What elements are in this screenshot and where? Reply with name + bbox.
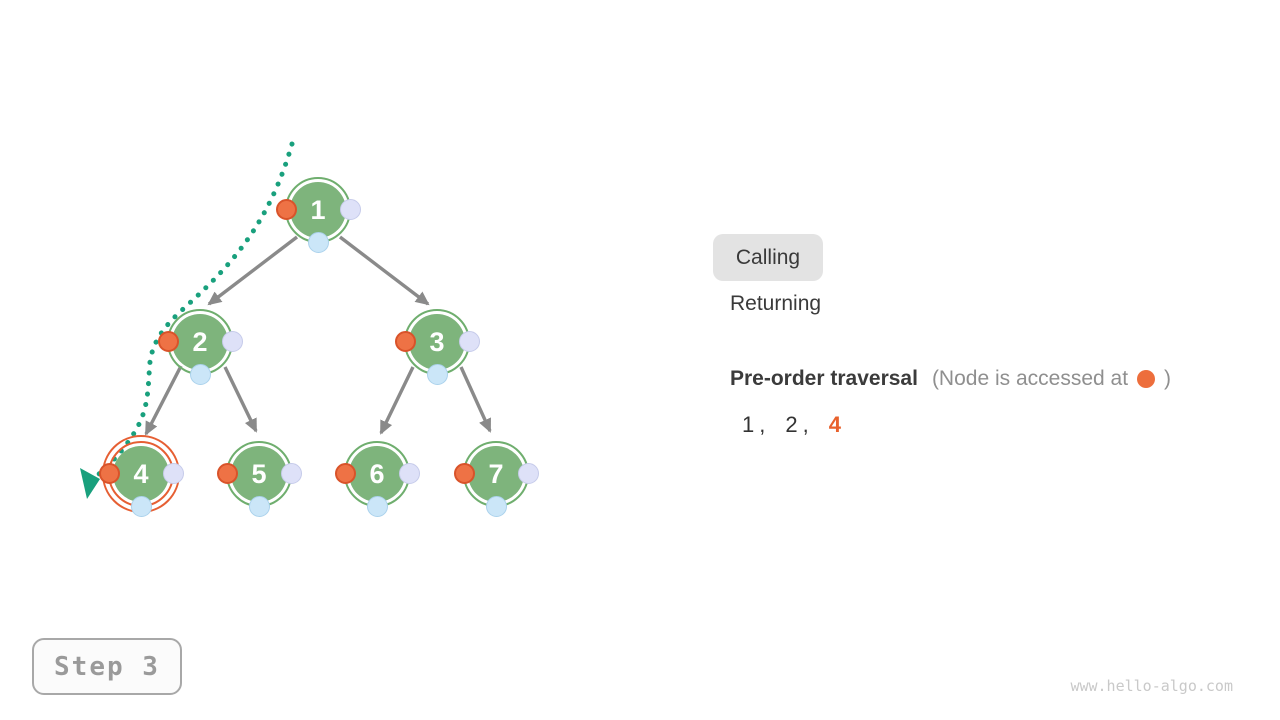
right-dot	[221, 330, 243, 352]
edge-2-5	[223, 366, 258, 433]
access-dot	[394, 330, 416, 352]
node-circle: 2	[172, 314, 228, 370]
step-indicator: Step 3	[32, 638, 182, 695]
traversal-note: (Node is accessed at )	[932, 367, 1171, 391]
right-dot	[339, 198, 361, 220]
node-circle: 4	[113, 446, 169, 502]
node-label: 4	[133, 458, 149, 489]
right-dot	[458, 330, 480, 352]
access-dot	[98, 462, 120, 484]
node-label: 3	[429, 326, 445, 357]
right-dot	[398, 462, 420, 484]
bottom-dot	[485, 495, 507, 517]
bottom-dot	[307, 231, 329, 253]
sequence-separator: ,	[802, 412, 809, 437]
traversal-path-arrowhead	[80, 468, 100, 499]
legend-returning-label: Returning	[730, 292, 822, 315]
bottom-dot	[189, 363, 211, 385]
bottom-dot	[366, 495, 388, 517]
right-dot	[517, 462, 539, 484]
traversal-note-suffix: )	[1164, 367, 1172, 390]
watermark-url: www.hello-algo.com	[1070, 677, 1233, 695]
node-label: 7	[488, 458, 504, 489]
bottom-dot	[130, 495, 152, 517]
access-dot	[453, 462, 475, 484]
edge-2-4	[144, 365, 183, 436]
sequence-separator: ,	[759, 412, 766, 437]
sequence-item-highlighted: 4	[828, 412, 841, 437]
access-dot	[334, 462, 356, 484]
traversal-sequence: 1 , 2 , 4	[742, 412, 841, 438]
legend-calling-label: Calling	[735, 245, 801, 269]
right-dot	[162, 462, 184, 484]
traversal-note-prefix: (Node is accessed at	[931, 367, 1129, 390]
node-circle: 5	[231, 446, 287, 502]
edge-3-7	[459, 366, 492, 433]
step-label: Step 3	[54, 651, 160, 682]
node-label: 6	[369, 458, 385, 489]
traversal-path	[96, 141, 295, 477]
traversal-heading-row: Pre-order traversal (Node is accessed at…	[730, 367, 1171, 391]
access-dot	[157, 330, 179, 352]
edge-3-6	[379, 366, 415, 435]
bottom-dot	[426, 363, 448, 385]
right-dot	[280, 462, 302, 484]
sequence-item: 1	[742, 412, 755, 437]
access-dot	[216, 462, 238, 484]
node-circle: 7	[468, 446, 524, 502]
legend-calling-badge: Calling	[713, 234, 823, 281]
node-label: 5	[251, 458, 267, 489]
node-label: 2	[192, 326, 208, 357]
access-legend-dot-icon	[1137, 370, 1156, 388]
node-circle: 1	[290, 182, 346, 238]
edge-1-2	[207, 235, 299, 306]
traversal-title: Pre-order traversal	[730, 367, 918, 390]
edge-1-3	[338, 235, 430, 306]
node-circle: 3	[409, 314, 465, 370]
access-dot	[275, 198, 297, 220]
sequence-item: 2	[785, 412, 798, 437]
bottom-dot	[248, 495, 270, 517]
node-label: 1	[310, 194, 326, 225]
node-circle: 6	[349, 446, 405, 502]
